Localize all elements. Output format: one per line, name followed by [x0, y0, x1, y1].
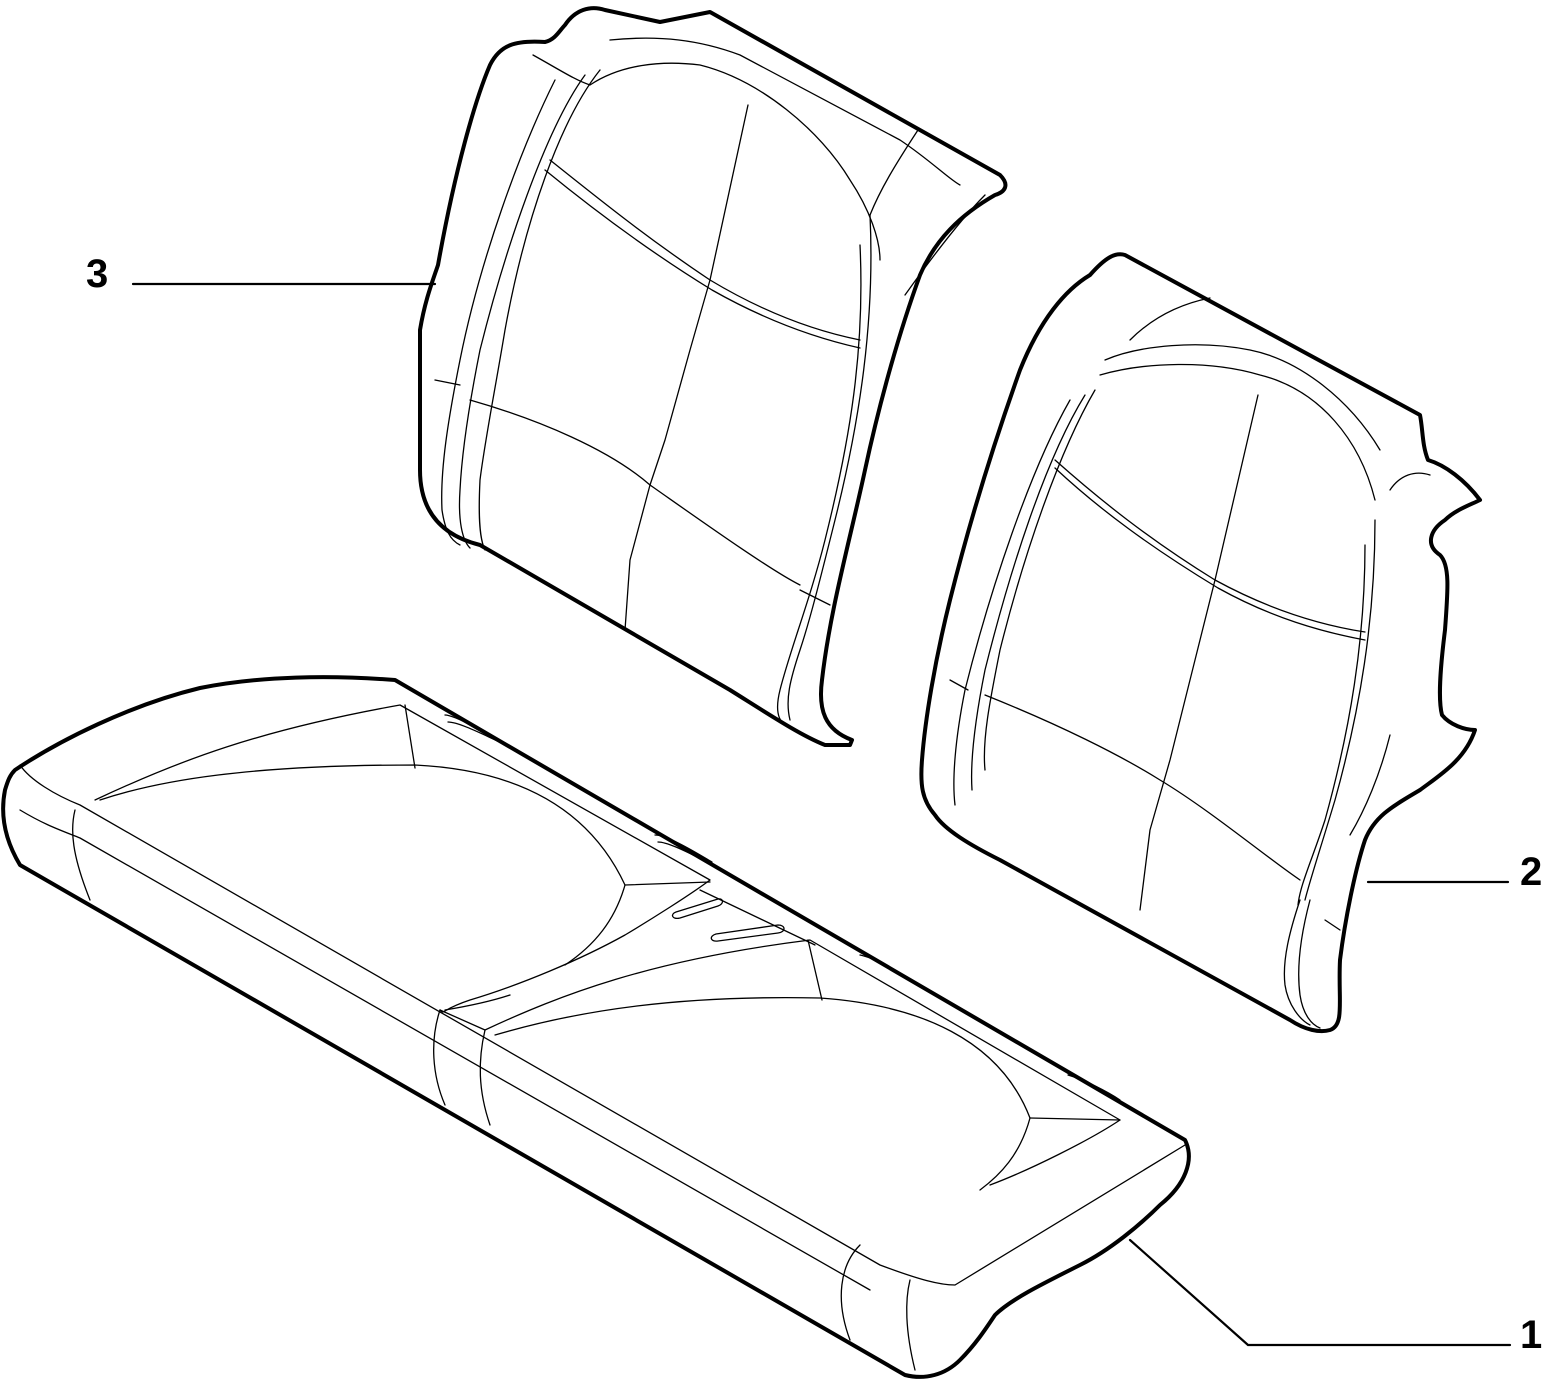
callout-1-label: 1	[1520, 1313, 1542, 1357]
seat-cushion-cover[interactable]	[1, 675, 1191, 1379]
right-backrest-cover[interactable]	[919, 252, 1482, 1034]
callout-1: 1	[1128, 1238, 1542, 1357]
callout-3: 3	[86, 252, 437, 296]
left-backrest-cover[interactable]	[418, 6, 1008, 747]
callout-2-label: 2	[1520, 850, 1542, 894]
callout-3-label: 3	[86, 252, 108, 296]
callout-2: 2	[1366, 850, 1542, 894]
callout-1-leader	[1128, 1238, 1512, 1347]
